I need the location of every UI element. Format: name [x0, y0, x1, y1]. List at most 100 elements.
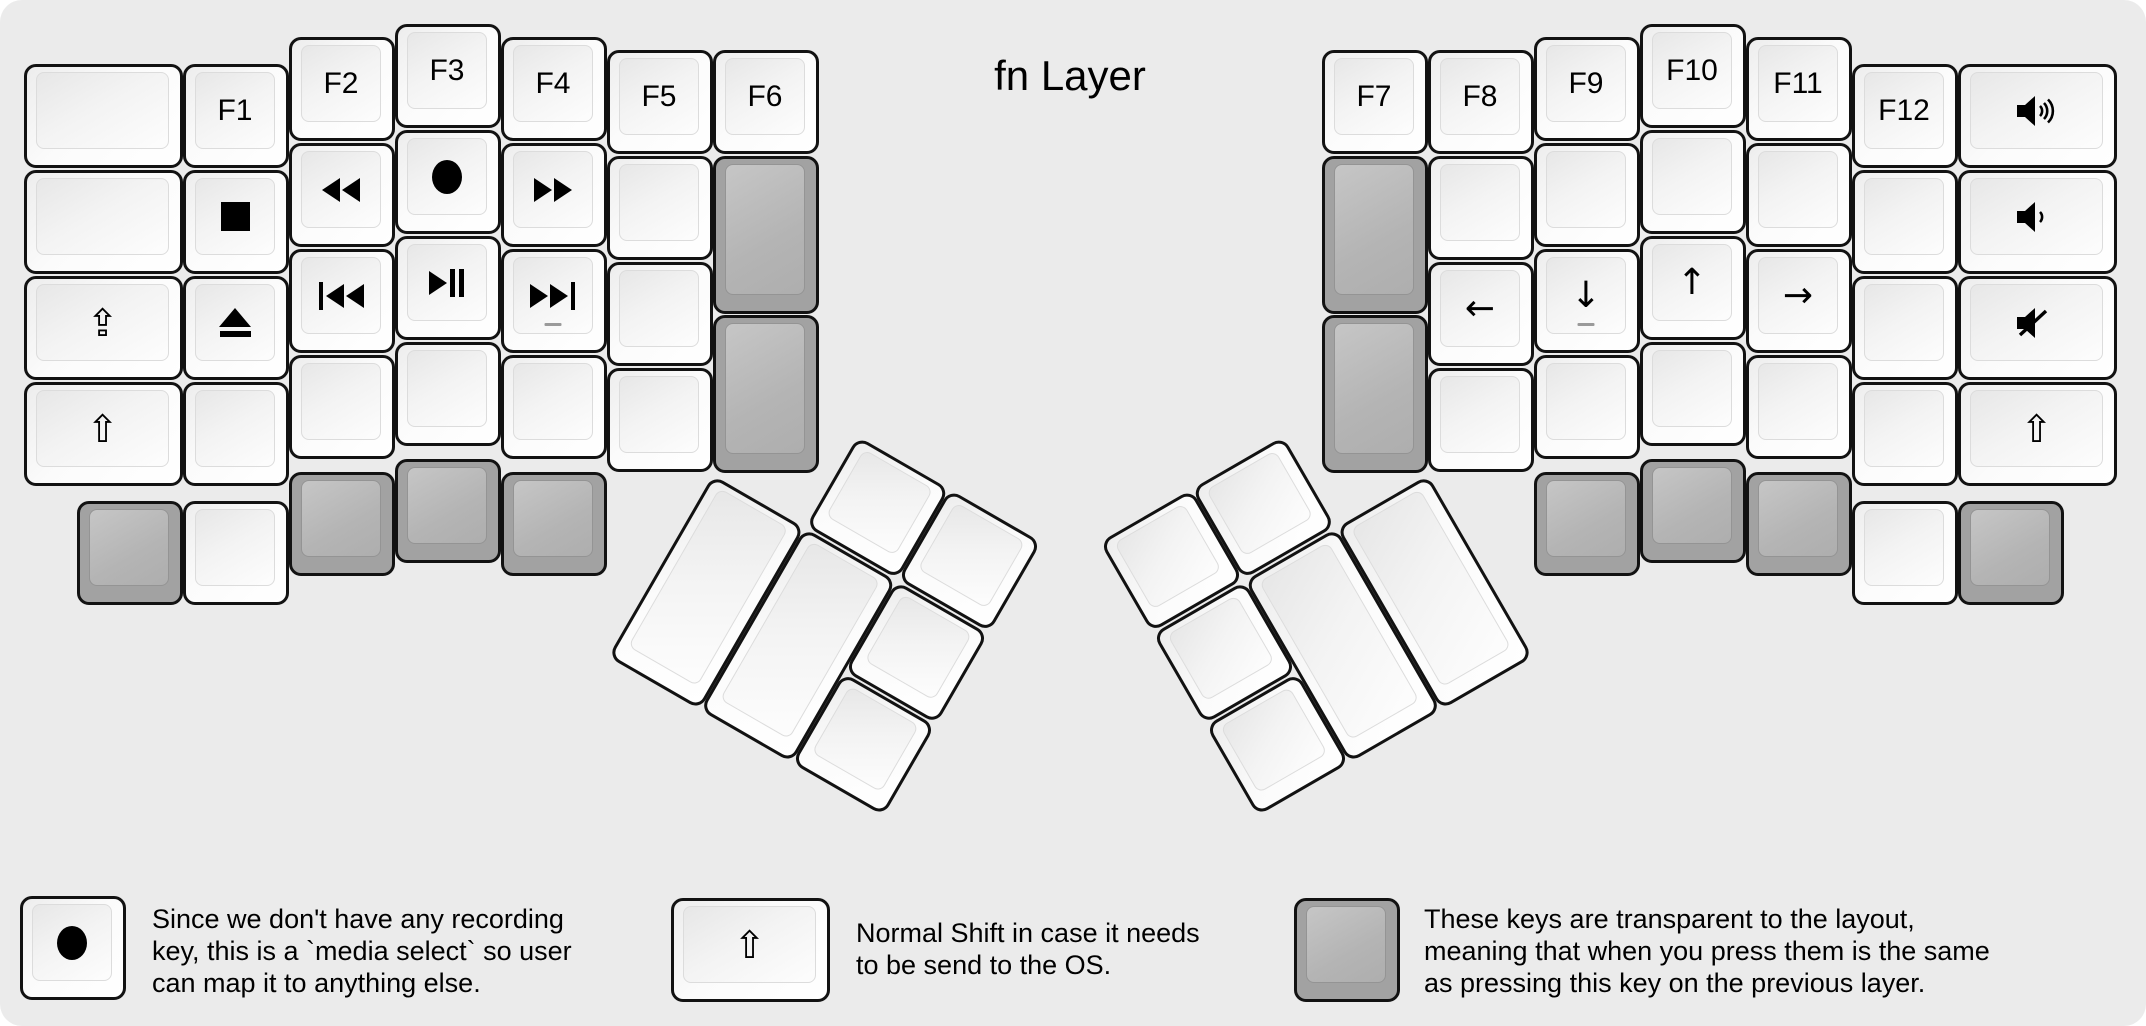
- key-arrow-left[interactable]: ←: [1428, 262, 1534, 366]
- legend-text-3: These keys are transparent to the layout…: [1424, 903, 1990, 999]
- key-label: F4: [535, 66, 571, 100]
- key-f4[interactable]: F4: [501, 37, 607, 141]
- keycap-top: [1864, 284, 1944, 361]
- keycap-top: [1970, 509, 2050, 586]
- key-f9[interactable]: F9: [1534, 37, 1640, 141]
- key-stop[interactable]: [183, 170, 289, 274]
- key-prev-track[interactable]: [289, 249, 395, 353]
- keycap-top: [1864, 390, 1944, 467]
- key-blank[interactable]: [24, 64, 183, 168]
- key-transparent[interactable]: [1746, 472, 1852, 576]
- key-shift-right[interactable]: ⇧: [1958, 382, 2117, 486]
- key-caps-lock[interactable]: ⇪: [24, 276, 183, 380]
- key-f10[interactable]: F10: [1640, 24, 1746, 128]
- key-shift-left[interactable]: ⇧: [24, 382, 183, 486]
- keycap-top: F4: [513, 45, 593, 122]
- key-label: F1: [217, 93, 253, 127]
- keycap-top: [1546, 480, 1626, 557]
- homing-mark: [544, 323, 562, 326]
- key-transparent[interactable]: [713, 315, 819, 473]
- key-transparent[interactable]: [1534, 472, 1640, 576]
- stop-icon: [220, 202, 250, 231]
- key-blank[interactable]: [1428, 368, 1534, 472]
- up-arrow-icon: ↑: [1676, 261, 1708, 303]
- keycap-top: F5: [619, 58, 699, 135]
- key-blank[interactable]: [1534, 355, 1640, 459]
- key-blank[interactable]: [1640, 130, 1746, 234]
- key-blank[interactable]: [183, 501, 289, 605]
- key-blank[interactable]: [395, 342, 501, 446]
- key-f3[interactable]: F3: [395, 24, 501, 128]
- key-mute[interactable]: [1958, 276, 2117, 380]
- key-blank[interactable]: [1852, 382, 1958, 486]
- right-arrow-icon: →: [1782, 274, 1814, 316]
- key-blank[interactable]: [1746, 143, 1852, 247]
- key-transparent[interactable]: [713, 156, 819, 314]
- key-transparent[interactable]: [395, 459, 501, 563]
- key-blank[interactable]: [1534, 143, 1640, 247]
- key-blank[interactable]: [289, 355, 395, 459]
- keycap-top: F6: [725, 58, 805, 135]
- key-fast-forward[interactable]: [501, 143, 607, 247]
- key-record[interactable]: [395, 130, 501, 234]
- key-blank[interactable]: [607, 262, 713, 366]
- key-arrow-up[interactable]: ↑: [1640, 236, 1746, 340]
- key-play-pause[interactable]: [395, 236, 501, 340]
- legend-key-record: [20, 896, 126, 1000]
- key-transparent[interactable]: [1958, 501, 2064, 605]
- keycap-top: [195, 284, 275, 361]
- keycap-top: [619, 270, 699, 347]
- key-f1[interactable]: F1: [183, 64, 289, 168]
- key-blank[interactable]: [1746, 355, 1852, 459]
- next-track-icon: [529, 281, 577, 310]
- key-blank[interactable]: [1852, 276, 1958, 380]
- key-eject[interactable]: [183, 276, 289, 380]
- keycap-top: F10: [1652, 32, 1732, 109]
- left-arrow-icon: ←: [1464, 287, 1496, 329]
- key-label: F5: [641, 79, 677, 113]
- key-transparent[interactable]: [289, 472, 395, 576]
- key-blank[interactable]: [607, 368, 713, 472]
- keycap-top: [513, 151, 593, 228]
- key-transparent[interactable]: [501, 472, 607, 576]
- keycap-top: [1546, 151, 1626, 228]
- key-blank[interactable]: [183, 382, 289, 486]
- key-f11[interactable]: F11: [1746, 37, 1852, 141]
- keycap-top: [301, 480, 381, 557]
- fast-forward-icon: [533, 177, 573, 202]
- key-volume-down[interactable]: [1958, 170, 2117, 274]
- legend-text-line: Since we don't have any recording: [152, 904, 564, 934]
- key-f8[interactable]: F8: [1428, 50, 1534, 154]
- keycap-top: [32, 904, 112, 981]
- key-blank[interactable]: [24, 170, 183, 274]
- key-next-track[interactable]: [501, 249, 607, 353]
- key-blank[interactable]: [1852, 501, 1958, 605]
- key-f7[interactable]: F7: [1322, 50, 1428, 154]
- key-blank[interactable]: [1852, 170, 1958, 274]
- key-blank[interactable]: [607, 156, 713, 260]
- keycap-top: [195, 390, 275, 467]
- keycap-top: [825, 448, 934, 556]
- key-transparent[interactable]: [1322, 156, 1428, 314]
- key-rewind[interactable]: [289, 143, 395, 247]
- keycap-top: [195, 509, 275, 586]
- key-volume-up[interactable]: [1958, 64, 2117, 168]
- key-f2[interactable]: F2: [289, 37, 395, 141]
- key-blank[interactable]: [1428, 156, 1534, 260]
- keycap-top: →: [1758, 257, 1838, 334]
- key-arrow-down[interactable]: ↓: [1534, 249, 1640, 353]
- key-arrow-right[interactable]: →: [1746, 249, 1852, 353]
- keycap-top: [1652, 138, 1732, 215]
- key-transparent[interactable]: [1322, 315, 1428, 473]
- key-transparent[interactable]: [77, 501, 183, 605]
- key-f5[interactable]: F5: [607, 50, 713, 154]
- keycap-top: [407, 244, 487, 321]
- key-transparent[interactable]: [1640, 459, 1746, 563]
- key-f12[interactable]: F12: [1852, 64, 1958, 168]
- keycap-top: ←: [1440, 270, 1520, 347]
- keycap-top: ⇧: [36, 390, 169, 467]
- keycap-top: [407, 138, 487, 215]
- key-f6[interactable]: F6: [713, 50, 819, 154]
- key-blank[interactable]: [1640, 342, 1746, 446]
- key-blank[interactable]: [501, 355, 607, 459]
